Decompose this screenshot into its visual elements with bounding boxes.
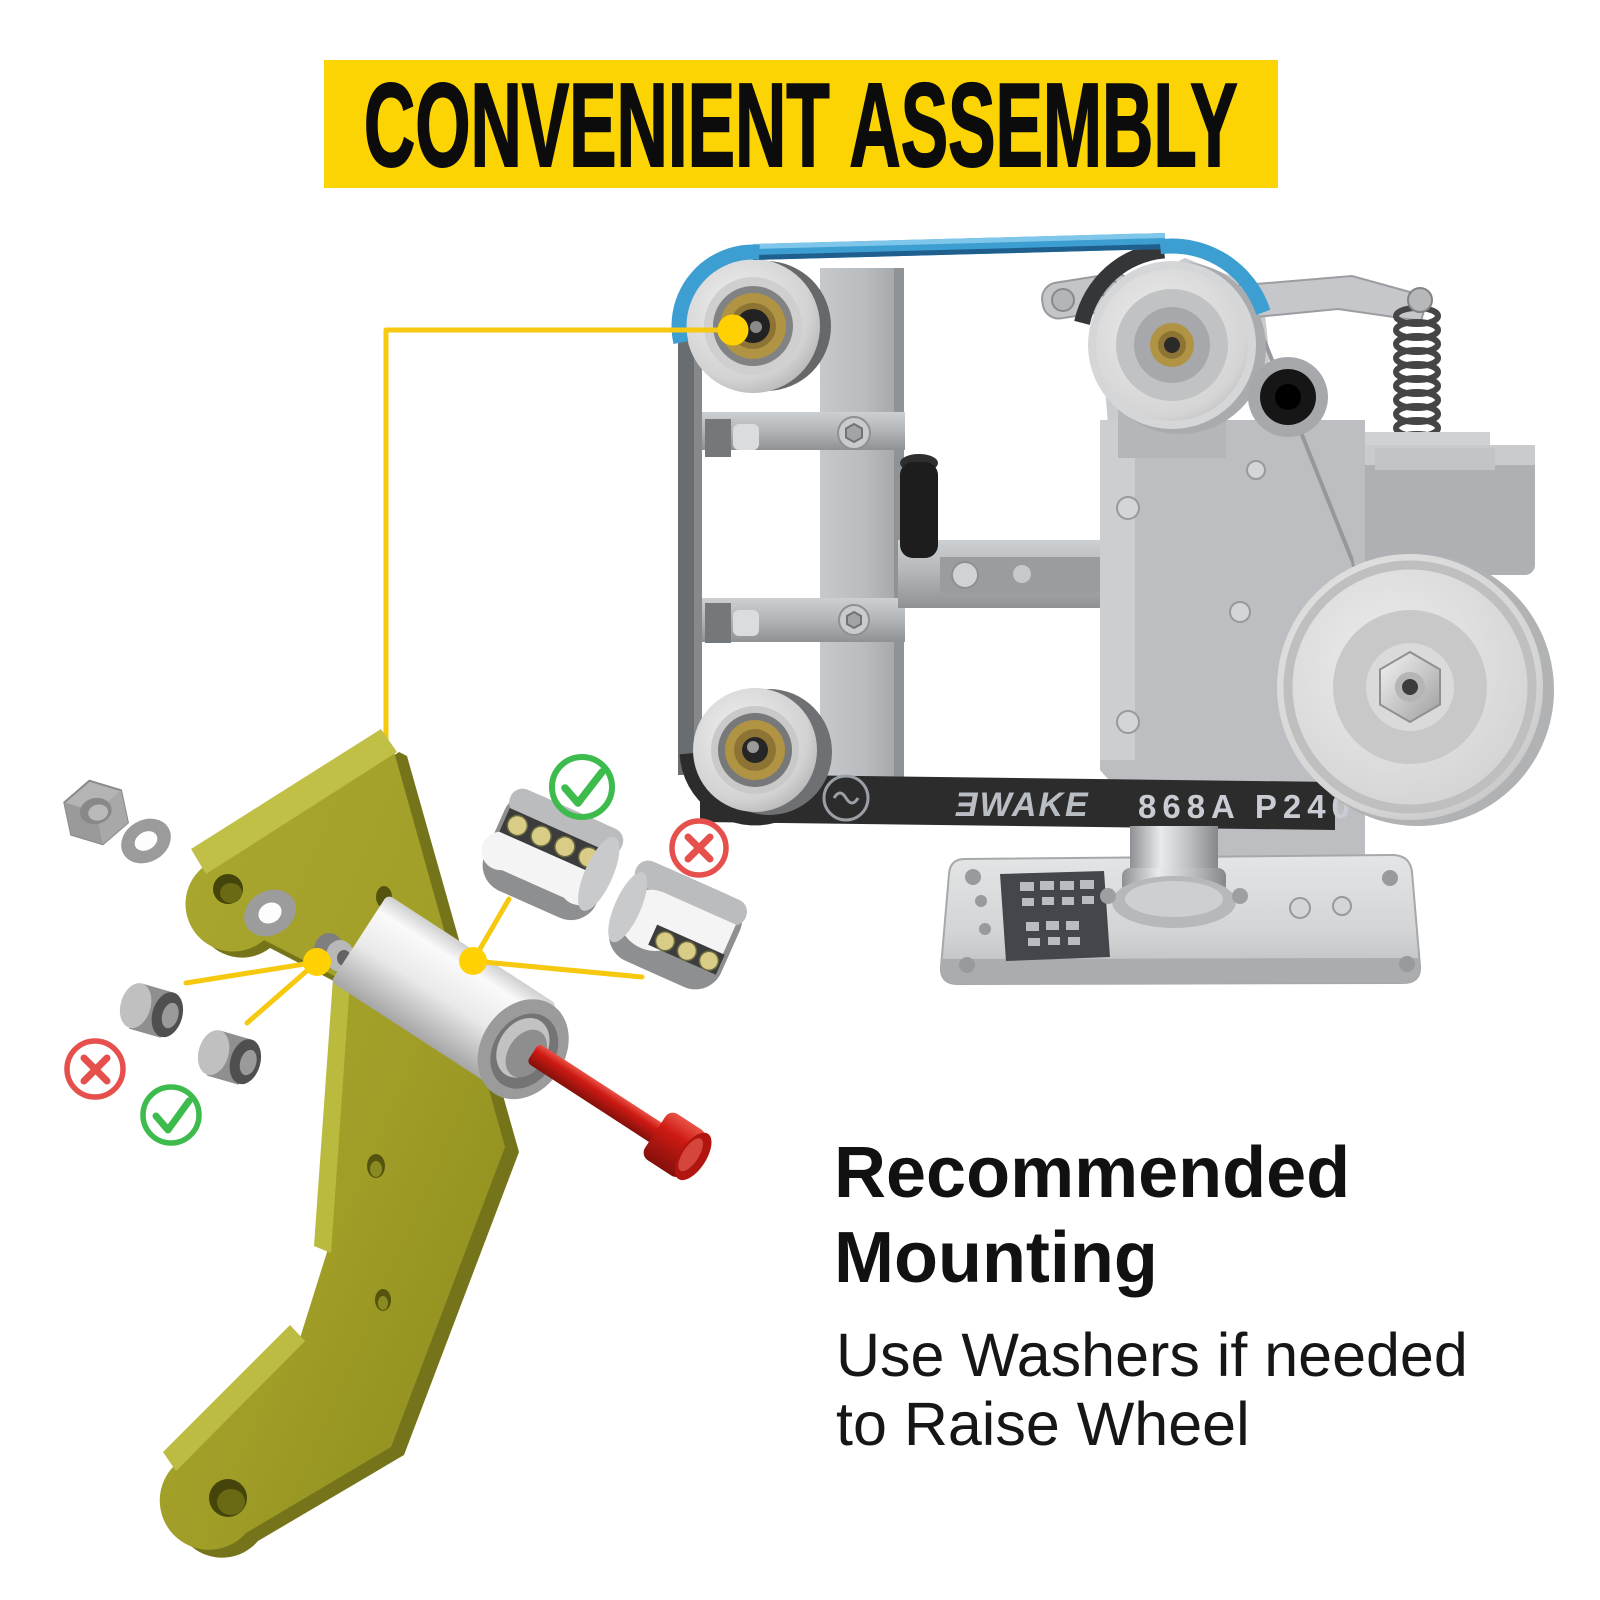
svg-text:ƎWAKE: ƎWAKE [955, 786, 1090, 824]
svg-text:868A P240: 868A P240 [1138, 788, 1356, 825]
